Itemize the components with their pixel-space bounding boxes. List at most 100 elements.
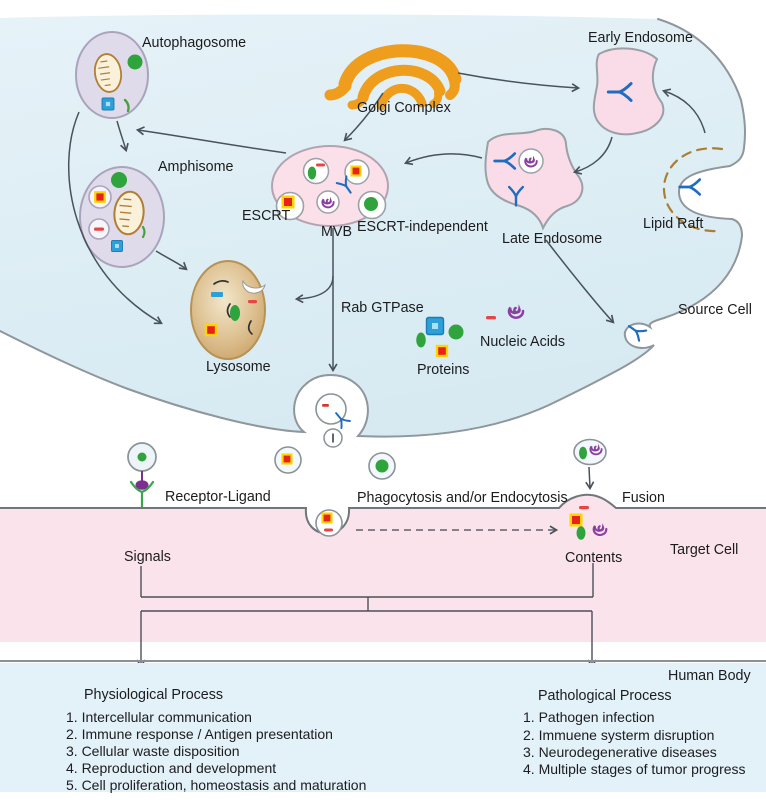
protein-green-icon — [127, 54, 143, 70]
label-fusion: Fusion — [622, 490, 665, 506]
amphisome — [79, 166, 165, 268]
label-proteins: Proteins — [417, 362, 469, 378]
physiological-title: Physiological Process — [84, 687, 223, 703]
protein-blue-icon — [425, 316, 445, 336]
label-mvb: MVB — [321, 224, 352, 240]
label-lipid-raft: Lipid Raft — [643, 216, 703, 232]
source-cell-membrane — [0, 18, 746, 438]
list-item: 1. Pathogen infection — [523, 709, 655, 725]
ligand-icon — [135, 480, 149, 490]
nucleic-dash-icon — [316, 163, 325, 167]
early-endosome — [592, 47, 665, 136]
label-autophagosome: Autophagosome — [142, 35, 246, 51]
arrow-le-to-mvb — [403, 153, 483, 166]
protein-green-icon — [364, 197, 378, 211]
target-cell — [0, 493, 766, 669]
nucleic-dash-icon — [94, 227, 104, 231]
label-receptor-ligand: Receptor-Ligand — [165, 489, 271, 505]
nucleic-dash-icon — [322, 404, 329, 407]
nucleic-dash-icon — [248, 300, 257, 304]
label-late-endosome: Late Endosome — [502, 231, 602, 247]
label-nucleic-acids: Nucleic Acids — [480, 334, 565, 350]
label-phagocytosis: Phagocytosis and/or Endocytosis — [357, 490, 568, 506]
label-signals: Signals — [124, 549, 171, 565]
protein-green-oval-icon — [579, 446, 587, 460]
protein-green-icon — [111, 172, 127, 188]
pathological-process-list: Pathological Process 1. Pathogen infecti… — [523, 688, 746, 777]
arrow-autophagosome-to-lysosome — [68, 111, 163, 325]
protein-green-icon — [448, 324, 464, 340]
protein-green-oval-icon — [576, 526, 586, 540]
label-source-cell: Source Cell — [678, 302, 752, 318]
degraded-bits-icon — [213, 280, 253, 335]
label-target-cell: Target Cell — [670, 542, 738, 558]
protein-red-yellow-icon — [281, 453, 293, 465]
arrow-exosome-to-fusion — [585, 466, 595, 491]
label-amphisome: Amphisome — [158, 159, 234, 175]
label-human-body: Human Body — [668, 668, 751, 684]
degraded-crescent-icon — [242, 279, 266, 294]
label-early-endosome: Early Endosome — [588, 30, 693, 46]
nucleic-dash-icon — [486, 316, 496, 320]
fusion-contents — [569, 506, 608, 540]
protein-green-icon — [137, 452, 147, 462]
pathway-arrows — [68, 72, 706, 491]
list-item: 3. Neurodegenerative diseases — [523, 744, 717, 760]
protein-red-yellow-icon — [94, 191, 106, 203]
protein-red-yellow-icon — [350, 165, 362, 177]
label-rab-gtpase: Rab GTPase — [341, 300, 424, 316]
label-golgi: Golgi Complex — [357, 100, 451, 116]
physiological-process-list: Physiological Process 1. Intercellular c… — [66, 687, 366, 793]
golgi-complex-icon — [324, 44, 462, 111]
label-lysosome: Lysosome — [206, 359, 271, 375]
lipid-crescent-icon — [141, 225, 146, 239]
list-item: 5. Cell proliferation, homeostasis and m… — [66, 777, 366, 793]
human-body-region — [0, 663, 766, 792]
protein-green-oval-icon — [416, 332, 426, 348]
lysosome — [190, 260, 266, 360]
list-item: 1. Intercellular communication — [66, 709, 252, 725]
protein-red-yellow-icon — [435, 344, 449, 358]
autophagosome — [75, 31, 149, 119]
list-item: 3. Cellular waste disposition — [66, 743, 240, 759]
arrow-ee-to-late-endosome — [572, 136, 613, 175]
proteins-legend — [416, 316, 464, 358]
mvb — [271, 145, 389, 227]
nucleic-dash-icon — [579, 506, 589, 510]
late-endosome — [484, 127, 584, 231]
list-item: 4. Multiple stages of tumor progress — [523, 761, 746, 777]
protein-green-icon — [230, 305, 240, 321]
arrow-autophagosome-to-amphisome — [116, 120, 129, 153]
signal-tree-lines — [136, 563, 597, 669]
protein-blue-icon — [101, 97, 115, 111]
protein-red-yellow-icon — [281, 195, 295, 209]
list-item: 4. Reproduction and development — [66, 760, 276, 776]
lipid-crescent-icon — [123, 98, 130, 113]
arrow-mvb-to-amphisome — [135, 126, 287, 154]
arrow-raft-to-early-endosome — [661, 88, 706, 134]
target-cell-membrane — [0, 493, 766, 535]
nucleic-dash-icon — [324, 528, 333, 532]
protein-green-icon — [375, 459, 389, 473]
exosome-release-site — [315, 393, 351, 448]
protein-blue-icon — [111, 240, 123, 252]
arrow-le-to-source-bud — [545, 239, 615, 324]
lipid-raft-dashed-arc-icon — [662, 147, 724, 233]
arrow-golgi-to-mvb — [343, 92, 384, 142]
arrow-amphisome-to-lysosome — [155, 250, 188, 271]
source-cell-cytoplasm — [0, 14, 745, 437]
protein-red-yellow-icon — [321, 512, 333, 524]
label-contents: Contents — [565, 550, 622, 566]
free-exosomes — [274, 438, 607, 480]
lipid-raft — [662, 147, 724, 233]
pathological-title: Pathological Process — [538, 688, 672, 704]
list-item: 2. Immuene systerm disruption — [523, 727, 714, 743]
label-escrt: ESCRT — [242, 208, 290, 224]
label-escrt-independent: ESCRT-independent — [357, 219, 488, 235]
protein-green-icon — [307, 166, 317, 180]
protein-blue-fragment-icon — [211, 292, 223, 297]
arrow-golgi-to-early-endosome — [457, 72, 581, 93]
arrow-mvb-to-lysosome — [294, 275, 334, 304]
